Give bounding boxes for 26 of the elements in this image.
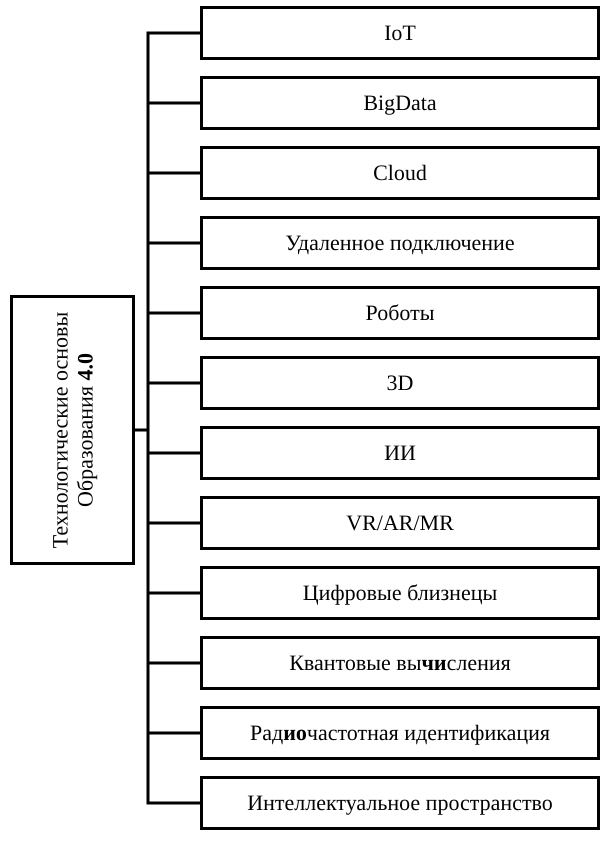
connector-line	[135, 428, 200, 804]
technology-label: ИИ	[384, 440, 416, 466]
technology-label: Удаленное подключение	[285, 230, 515, 256]
technology-label: Радиочастотная идентификация	[250, 720, 550, 746]
technology-box	[200, 6, 600, 60]
technology-label: Квантовые вычисления	[289, 650, 511, 676]
technology-box	[200, 216, 600, 270]
technology-label: Cloud	[373, 160, 427, 186]
technology-label: Цифровые близнецы	[302, 580, 498, 606]
technology-box	[200, 146, 600, 200]
technology-box	[200, 706, 600, 760]
technology-box	[200, 776, 600, 830]
technology-box	[200, 496, 600, 550]
technology-box	[200, 76, 600, 130]
root-box	[10, 295, 135, 565]
technology-box	[200, 426, 600, 480]
technology-label: VR/AR/MR	[346, 510, 454, 536]
technology-label: Роботы	[366, 300, 434, 326]
technology-box	[200, 286, 600, 340]
technology-label: IoT	[384, 20, 416, 46]
technology-box	[200, 566, 600, 620]
technology-label: 3D	[386, 370, 414, 396]
technology-label: Интеллектуальное пространство	[247, 790, 553, 816]
technology-box	[200, 356, 600, 410]
technology-box	[200, 636, 600, 690]
technology-label: BigData	[363, 90, 437, 116]
